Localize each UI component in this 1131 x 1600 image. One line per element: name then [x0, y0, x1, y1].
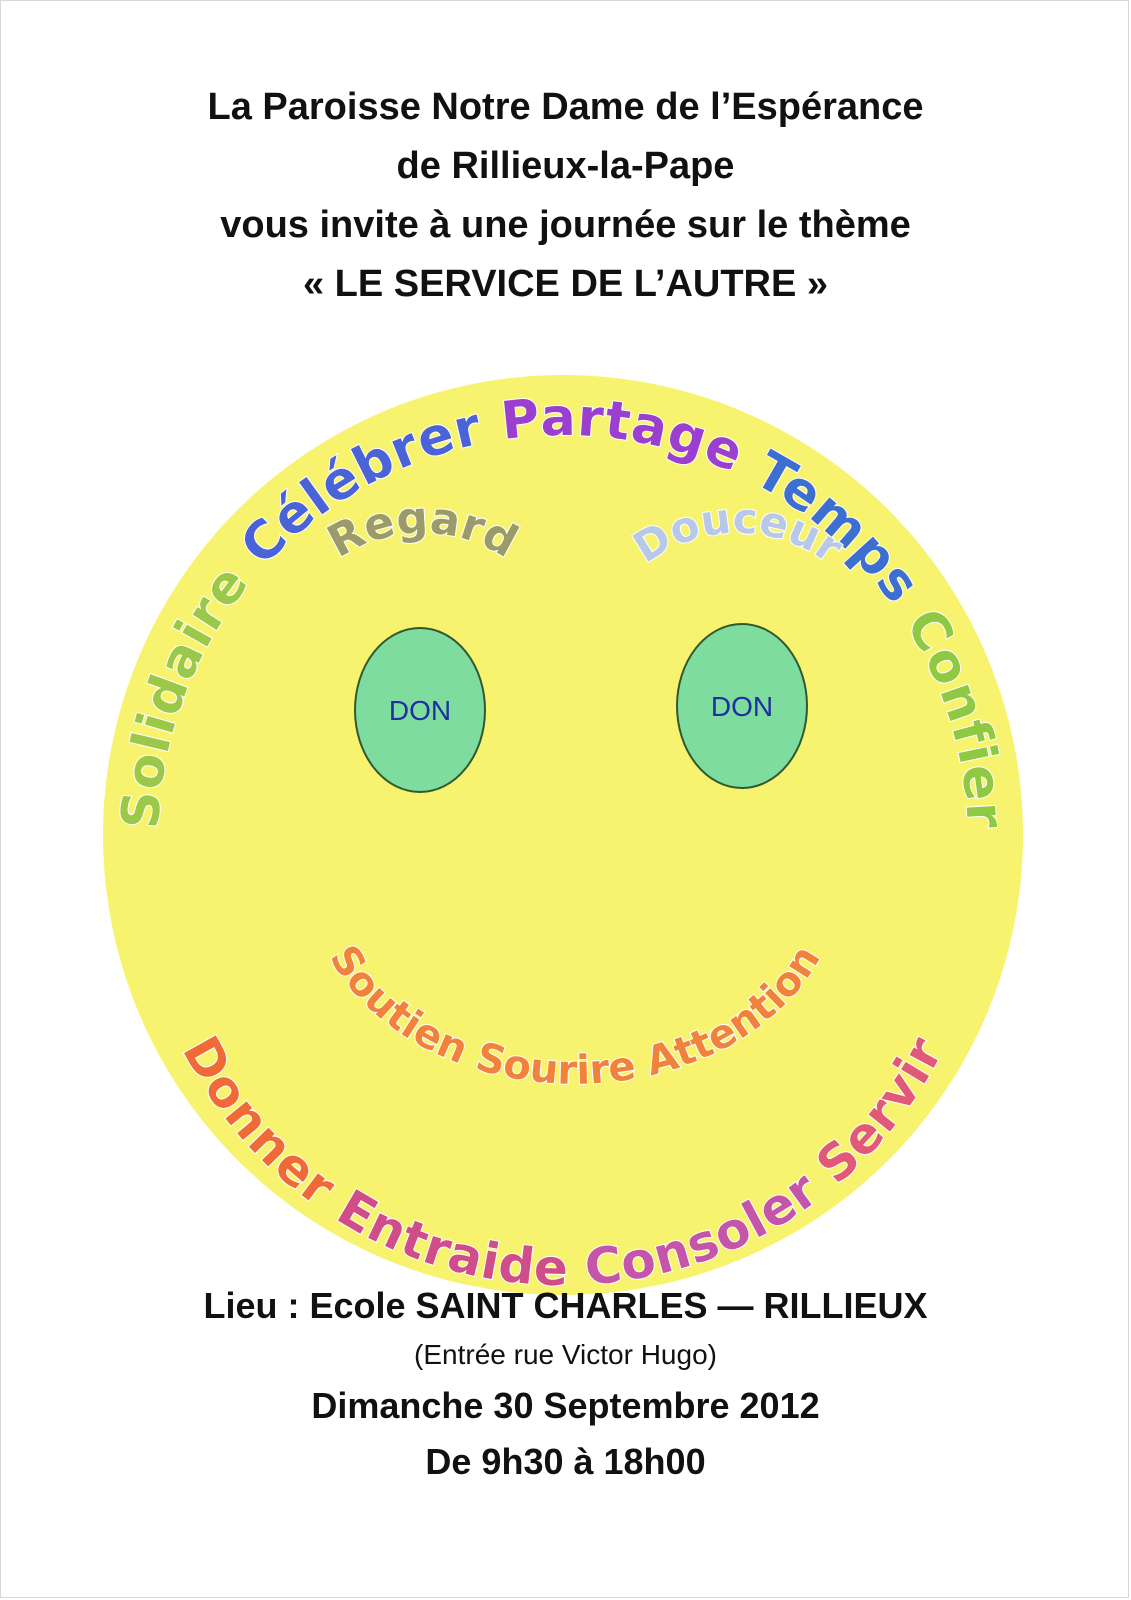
event-date: Dimanche 30 Septembre 2012 — [311, 1385, 820, 1426]
event-location: Lieu : Ecole SAINT CHARLES — RILLIEUX — [203, 1285, 928, 1326]
right-eye-label: DON — [711, 691, 773, 722]
left-eye-label: DON — [389, 695, 451, 726]
left-eye — [354, 627, 486, 793]
header-line-invite: vous invite à une journée sur le thème — [220, 204, 911, 246]
event-entrance: (Entrée rue Victor Hugo) — [414, 1339, 717, 1370]
header-line-parish: La Paroisse Notre Dame de l’Espérance — [207, 86, 924, 128]
event-details: Lieu : Ecole SAINT CHARLES — RILLIEUX (E… — [0, 1280, 1131, 1490]
smiley-face — [103, 375, 1023, 1295]
header-line-theme: « LE SERVICE DE L’AUTRE » — [302, 263, 829, 305]
invitation-header: La Paroisse Notre Dame de l’Espérance de… — [0, 78, 1131, 314]
right-eye — [676, 623, 808, 789]
header-line-town: de Rillieux-la-Pape — [396, 145, 735, 187]
event-hours: De 9h30 à 18h00 — [425, 1441, 706, 1482]
